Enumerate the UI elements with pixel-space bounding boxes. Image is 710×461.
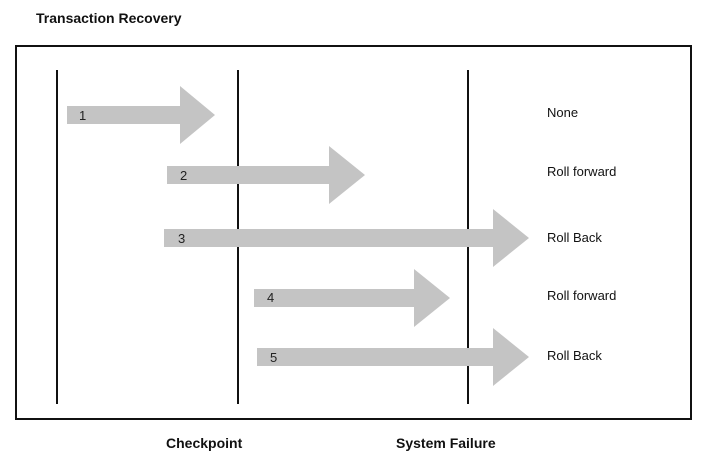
diagram-title: Transaction Recovery <box>36 10 182 26</box>
outcome-label-2: Roll forward <box>547 164 617 179</box>
diagram-frame <box>15 45 692 420</box>
checkpoint-label: Checkpoint <box>166 435 243 451</box>
transaction-number-1: 1 <box>79 108 86 123</box>
transaction-arrow-3: 3 <box>164 209 529 267</box>
start-line <box>56 70 58 404</box>
outcome-label-5: Roll Back <box>547 348 602 363</box>
transaction-number-5: 5 <box>270 350 277 365</box>
outcome-label-3: Roll Back <box>547 230 602 245</box>
outcome-label-1: None <box>547 105 579 120</box>
transaction-number-4: 4 <box>267 290 274 305</box>
transaction-arrow-1: 1 <box>67 86 215 144</box>
system-failure-label: System Failure <box>396 435 496 451</box>
transaction-number-2: 2 <box>180 168 187 183</box>
transaction-arrow-4: 4 <box>254 269 450 327</box>
outcome-label-4: Roll forward <box>547 288 617 303</box>
transaction-arrow-5: 5 <box>257 328 529 386</box>
transaction-number-3: 3 <box>178 231 185 246</box>
transaction-arrow-2: 2 <box>167 146 365 204</box>
